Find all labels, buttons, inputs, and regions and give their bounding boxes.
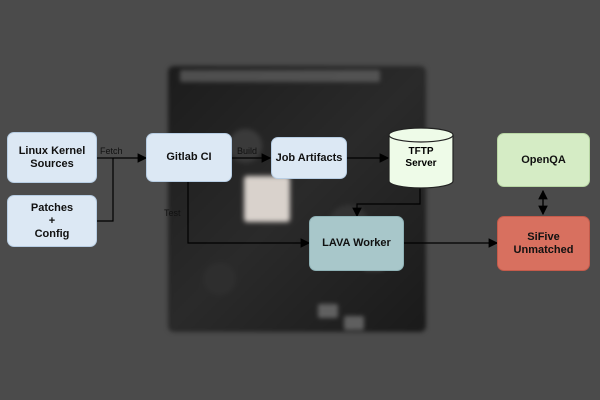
- node-lava-worker[interactable]: LAVA Worker: [309, 216, 404, 271]
- edge-label-build: Build: [237, 146, 258, 156]
- board-connector-strip: [180, 70, 380, 82]
- board-port: [318, 304, 338, 318]
- tftp-cylinder: [388, 127, 454, 189]
- node-gitlab-ci[interactable]: Gitlab CI: [146, 133, 232, 182]
- edge-label-test: Test: [164, 208, 181, 218]
- edge-test: [187, 182, 311, 248]
- node-tftp-server-label: TFTP Server: [405, 146, 437, 169]
- node-openqa[interactable]: OpenQA: [497, 133, 590, 187]
- board-background-photo: [168, 66, 426, 332]
- edge-patches-fetch: [97, 158, 114, 222]
- board-chip: [244, 176, 290, 222]
- edge-tftp-lava: [352, 188, 421, 218]
- edge-label-fetch: Fetch: [100, 146, 123, 156]
- node-job-artifacts[interactable]: Job Artifacts: [271, 137, 347, 179]
- board-port: [344, 316, 364, 330]
- node-linux-kernel-sources[interactable]: Linux Kernel Sources: [7, 132, 97, 183]
- node-sifive-unmatched[interactable]: SiFive Unmatched: [497, 216, 590, 271]
- node-patches-config[interactable]: Patches + Config: [7, 195, 97, 247]
